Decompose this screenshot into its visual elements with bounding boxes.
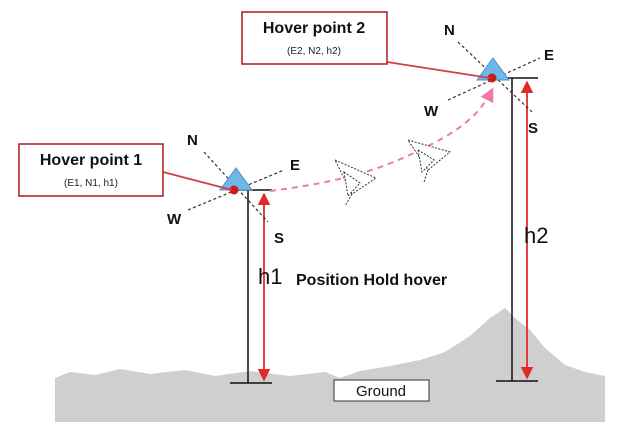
compass-2-north: N <box>444 22 455 39</box>
compass-1-south: S <box>274 230 284 247</box>
aircraft-icon <box>333 158 378 207</box>
hover-point-2-title: Hover point 2 <box>263 20 365 37</box>
compass-1-east: E <box>290 157 300 174</box>
compass-2-south: S <box>528 120 538 137</box>
compass-1-west: W <box>167 211 182 228</box>
ground-terrain <box>55 308 605 422</box>
aircraft-icon <box>406 139 452 183</box>
drone-icon <box>476 57 510 83</box>
hover-point-1-title: Hover point 1 <box>40 152 142 169</box>
flight-path <box>269 87 494 192</box>
drone-icon <box>219 167 253 195</box>
ground-label: Ground <box>356 383 406 400</box>
leader-line-2 <box>386 61 491 79</box>
compass-2-west: W <box>424 103 439 120</box>
ground-label-box <box>333 379 430 402</box>
height-1-label: h1 <box>258 264 282 289</box>
mode-label: Position Hold hover <box>296 272 447 289</box>
hover-point-1-coords: (E1, N1, h1) <box>64 178 118 189</box>
compass-1-north: N <box>187 132 198 149</box>
leader-line-1 <box>162 171 233 191</box>
hover-point-2-coords: (E2, N2, h2) <box>287 46 341 57</box>
compass-2-east: E <box>544 47 554 64</box>
height-2-label: h2 <box>524 223 548 248</box>
hover-point-2-box <box>241 11 388 65</box>
hover-point-1-box <box>18 143 164 197</box>
